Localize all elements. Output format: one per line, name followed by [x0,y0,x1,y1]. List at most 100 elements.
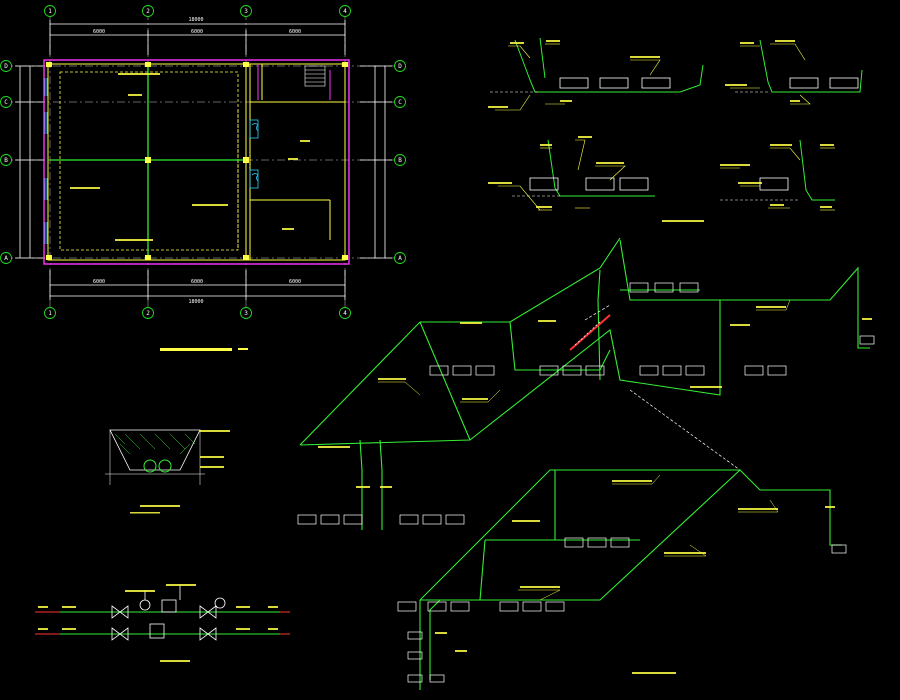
radiator-icon [452,365,472,376]
radiator-icon [639,365,659,376]
isometric-system [297,237,875,690]
axis-label-row-c-right: C [398,99,402,106]
radiator-icon [499,601,519,612]
pipe-section-icon [143,459,157,473]
radiator-icon [475,365,495,376]
radiator-icon [529,177,559,191]
axis-circle-icon [0,60,12,72]
radiator-icon [564,537,584,548]
plan-dimension-sides [15,65,392,259]
iso-leaders [378,299,791,601]
radiator-icon [407,651,423,660]
axis-circle-icon [339,307,351,319]
radiator-icon [619,177,649,191]
radiator-icon [407,674,423,683]
radiator-icon [397,601,417,612]
radiator-icon [654,282,674,293]
bay-dim-bottom-3: 6000 [289,279,301,285]
overall-dim-bottom: 18000 [188,299,203,305]
radiator-icon [450,601,470,612]
axis-label-col-3: 3 [244,8,248,15]
plan-title-mark [160,348,232,351]
axis-grid [5,12,400,310]
valve-icon [111,627,129,641]
axis-bubbles [0,5,406,319]
radiator-icon [445,514,465,525]
iso-return-dashed [584,304,741,471]
floor-plan: 18000 6000 6000 6000 6000 6000 6000 1800… [0,5,406,351]
radiator-icon [587,537,607,548]
radiator-icon [539,365,559,376]
axis-label-col-1-bottom: 1 [48,310,52,317]
radiator-icon [831,544,847,554]
riser-detail-2 [735,39,863,93]
radiator-icon [789,77,819,89]
axis-circle-icon [240,5,252,17]
axis-circle-icon [142,307,154,319]
axis-label-col-4: 4 [343,8,347,15]
radiator-icon [585,365,605,376]
radiator-icon [562,365,582,376]
left-windows [44,78,48,244]
axis-circle-icon [44,5,56,17]
axis-circle-icon [142,5,154,17]
axis-label-col-3-bottom: 3 [244,310,248,317]
pipe-section-icon [158,459,172,473]
detail-label-marks [488,40,834,222]
radiator-icon [545,601,565,612]
radiator-icon [685,365,705,376]
radiator-icon [320,514,340,525]
bay-dim-bottom-2: 6000 [191,279,203,285]
radiator-icon [641,77,671,89]
axis-label-row-d: D [4,63,8,70]
axis-circle-icon [394,252,406,264]
axis-circle-icon [339,5,351,17]
axis-label-col-1: 1 [48,8,52,15]
inner-wall [47,63,346,261]
radiator-icon [610,537,630,548]
entry-valves [111,585,226,641]
axis-label-row-b-right: B [398,157,402,164]
axis-label-row-c: C [4,99,8,106]
radiator-icon [407,631,423,640]
plan-risers [257,64,331,100]
axis-circle-icon [394,60,406,72]
valve-icon [199,605,217,619]
radiator-icon [744,365,764,376]
iso-label-marks [318,306,872,674]
axis-label-col-4-bottom: 4 [343,310,347,317]
axis-circle-icon [44,307,56,319]
axis-circle-icon [394,154,406,166]
bay-dim-bottom-1: 6000 [93,279,105,285]
radiator-icon [249,119,259,139]
radiator-icon [859,335,875,345]
entry-detail [35,584,290,662]
valve-icon [199,627,217,641]
overall-dim-top: 18000 [188,17,203,23]
trench-hatch [114,433,196,455]
heat-source-symbol [569,314,611,351]
radiator-icon [679,282,699,293]
radiator-icon [559,77,589,89]
radiator-icon [249,169,259,189]
valve-icon [251,173,259,182]
gauge-icon [139,599,151,611]
riser-detail-3 [512,139,655,197]
axis-circle-icon [0,96,12,108]
valve-icon [111,605,129,619]
radiator-icon [767,365,787,376]
gauge-icon [214,597,226,609]
columns [46,62,348,260]
bay-dim-2: 6000 [191,29,203,35]
plan-title-scale-mark [238,348,248,350]
radiator-icon [343,514,363,525]
radiator-icon [297,514,317,525]
axis-label-row-d-right: D [398,63,402,70]
radiator-icon [422,514,442,525]
radiator-icon [399,514,419,525]
trench-section [105,429,230,514]
axis-circle-icon [394,96,406,108]
radiator-icon [427,601,447,612]
radiator-icon [829,77,859,89]
